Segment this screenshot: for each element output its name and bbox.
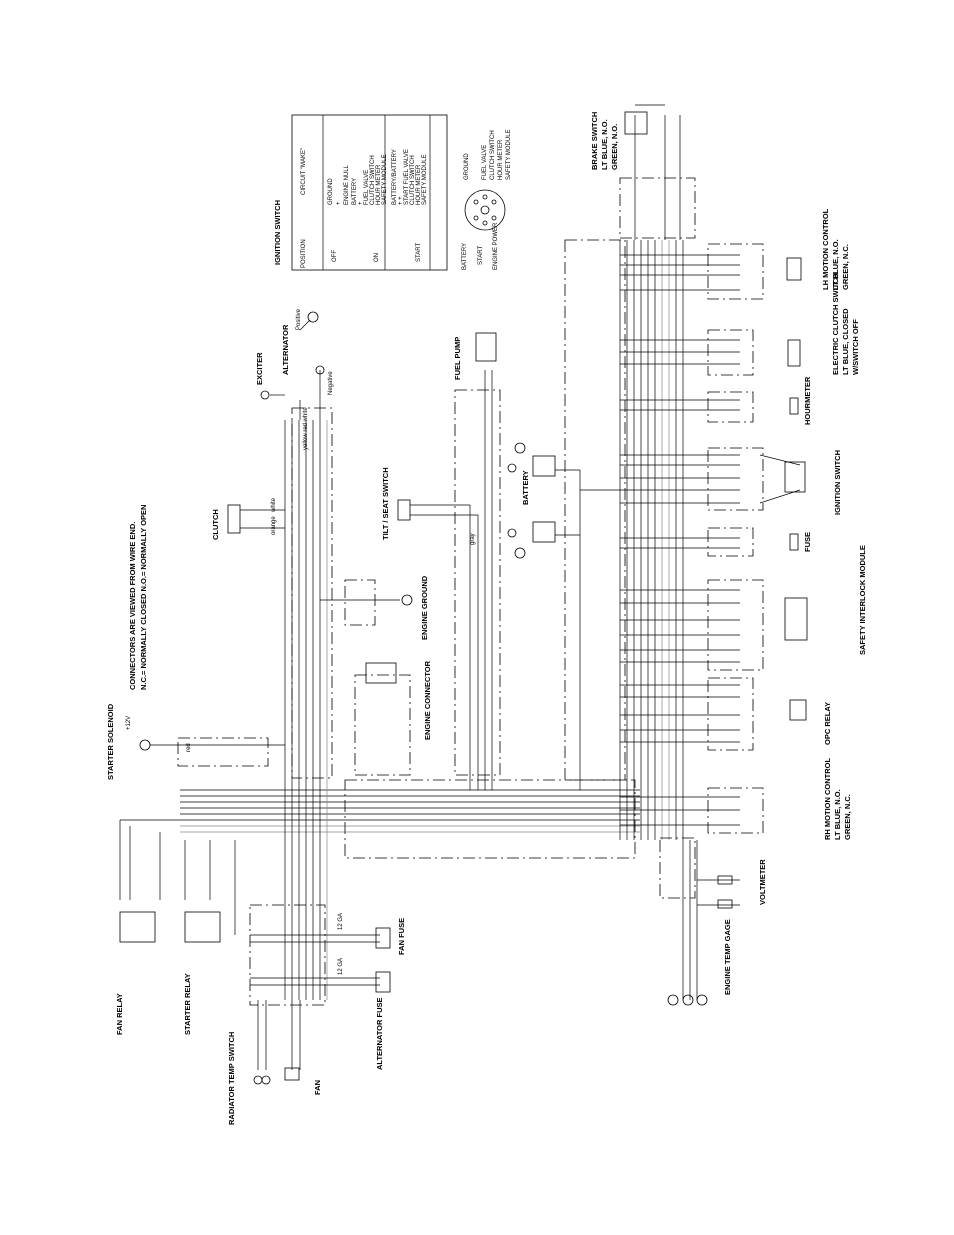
row-start-circuit-6: SAFETY MODULE	[422, 154, 428, 205]
ecs-switch-off-label: W/SWITCH OFF	[851, 319, 860, 375]
diagram-labels: STARTER SOLENOID +12V red CONNECTORS ARE…	[106, 112, 867, 1125]
ignition-switch-label: IGNITION SWITCH	[833, 450, 842, 515]
radiator-temp-switch-label: RADIATOR TEMP SWITCH	[227, 1032, 236, 1125]
clutch-label: CLUTCH	[211, 509, 220, 540]
opc-relay-label: OPC RELAY	[823, 702, 832, 745]
row-off-circuit-3: ENGINE NULL	[344, 164, 350, 205]
clutch-wire-orange-label: orange	[271, 516, 277, 535]
row-start-circuit-3: START FUEL VALVE	[404, 149, 410, 205]
ecs-lt-blue-closed-label: LT BLUE, CLOSED	[841, 308, 850, 375]
lh-green-nc-label: GREEN, N.C.	[841, 244, 850, 290]
key-ground-label: GROUND	[464, 153, 470, 180]
ignition-table-position-header: POSITION	[301, 239, 307, 268]
battery-label: BATTERY	[521, 470, 530, 505]
fan-relay-label: FAN RELAY	[115, 993, 124, 1035]
hourmeter-label: HOURMETER	[803, 376, 812, 425]
exciter-label: EXCITER	[255, 352, 264, 385]
alternator-fuse-label: ALTERNATOR FUSE	[375, 998, 384, 1071]
left-components	[119, 311, 708, 1085]
row-off-circuit-1: GROUND	[328, 178, 334, 205]
fuel-pump-label: FUEL PUMP	[453, 337, 462, 380]
brake-switch-label: BRAKE SWITCH	[590, 112, 599, 170]
row-off-circuit-2: +	[336, 201, 342, 205]
ignition-key-diagram	[464, 189, 506, 231]
fuse-label: FUSE	[803, 532, 812, 552]
negative-label: Negative	[328, 371, 334, 395]
starter-solenoid-label: STARTER SOLENOID	[106, 703, 115, 780]
key-clutch-switch-label: CLUTCH SWITCH	[490, 130, 496, 180]
alt-fuse-gauge-label: 12 GA	[338, 958, 344, 975]
ignition-table	[291, 114, 448, 271]
lh-motion-control-label: LH MOTION CONTROL	[821, 208, 830, 290]
row-start-circuit-4: CLUTCH SWITCH	[410, 155, 416, 205]
key-safety-module-label: SAFETY MODULE	[506, 129, 512, 180]
engine-connector-label: ENGINE CONNECTOR	[423, 660, 432, 740]
harness-wires	[119, 104, 801, 1070]
fan-fuse-gauge-label: 12 GA	[338, 913, 344, 930]
alternator-label: ALTERNATOR	[281, 324, 290, 375]
harness-enclosures	[177, 177, 696, 1006]
row-on-circuit-5: HOUR METER	[376, 164, 382, 205]
key-hour-meter-label: HOUR METER	[498, 139, 504, 180]
connectors-note-line-1: CONNECTORS ARE VIEWED FROM WIRE END.	[128, 522, 137, 690]
voltmeter-label: VOLTMETER	[758, 859, 767, 905]
ignition-table-circuit-header: CIRCUIT "MAKE"	[301, 148, 307, 195]
fan-fuse-label: FAN FUSE	[397, 918, 406, 955]
component-blocks	[624, 111, 808, 909]
row-off-position: OFF	[332, 250, 338, 262]
key-fuel-valve-label: FUEL VALVE	[482, 145, 488, 180]
engine-temp-gage-label: ENGINE TEMP GAGE	[723, 919, 732, 995]
key-start-label: START	[478, 246, 484, 265]
row-on-circuit-3: FUEL VALVE	[364, 170, 370, 205]
rh-lt-blue-no-label: LT BLUE, N.O.	[833, 789, 842, 840]
tilt-wire-gray-label: gray	[470, 533, 476, 545]
positive-label: Positive	[296, 308, 302, 330]
key-engine-power-label: ENGINE POWER	[493, 222, 499, 270]
plus-12v-label: +12V	[126, 716, 132, 730]
row-on-position: ON	[374, 253, 380, 262]
key-battery-label: BATTERY	[462, 243, 468, 270]
tilt-seat-switch-label: TILT / SEAT SWITCH	[381, 467, 390, 540]
starter-relay-label: STARTER RELAY	[183, 973, 192, 1035]
alternator-wires-label: yellow red white	[303, 407, 309, 450]
engine-ground-label: ENGINE GROUND	[420, 575, 429, 640]
row-start-circuit-1: BATTERY/BATTERY	[392, 149, 398, 205]
row-start-position: START	[416, 243, 422, 262]
clutch-wire-white-label: white	[271, 497, 277, 513]
starter-wire-red-label: red	[186, 743, 192, 752]
brake-lt-blue-no-label: LT BLUE, N.O.	[600, 119, 609, 170]
fan-label: FAN	[313, 1080, 322, 1095]
connectors-note-line-2: N.C.= NORMALLY CLOSED N.O.= NORMALLY OPE…	[139, 505, 148, 690]
safety-interlock-module-label: SAFETY INTERLOCK MODULE	[858, 545, 867, 655]
lh-lt-blue-no-label: LT BLUE, N.O.	[831, 239, 840, 290]
rh-motion-control-label: RH MOTION CONTROL	[823, 758, 832, 840]
row-start-circuit-2: + +	[398, 196, 404, 205]
rh-green-nc-label: GREEN, N.C.	[843, 794, 852, 840]
row-start-circuit-5: HOUR METER	[416, 164, 422, 205]
ignition-table-title: IGNITION SWITCH	[273, 200, 282, 265]
brake-green-no-label: GREEN, N.O.	[610, 124, 619, 170]
electric-clutch-switch-label: ELECTRIC CLUTCH SWITCH	[831, 273, 840, 375]
row-on-circuit-6: SAFETY MODULE	[382, 154, 388, 205]
row-on-circuit-4: CLUTCH SWITCH	[370, 155, 376, 205]
row-on-circuit-2: +	[358, 201, 364, 205]
row-on-circuit-1: BATTERY	[352, 178, 358, 205]
